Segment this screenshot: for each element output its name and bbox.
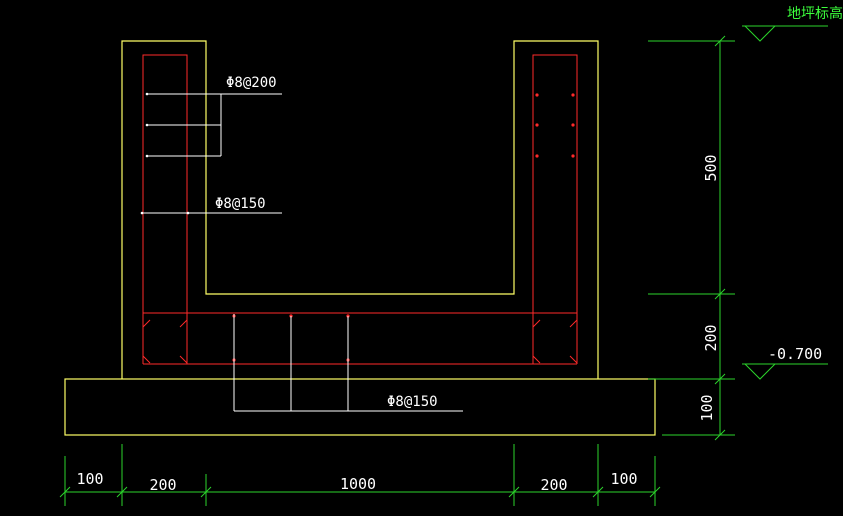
rebar-dots [232, 93, 575, 362]
level-label: -0.700 [768, 345, 822, 363]
level-symbol [742, 363, 828, 380]
dim-label-100-right: 100 [610, 470, 637, 488]
channel-outline [121, 40, 599, 379]
rebar-label-top: Φ8@200 [226, 75, 277, 91]
rebar-label-bottom: Φ8@150 [387, 394, 438, 410]
dim-label-100-left: 100 [76, 470, 103, 488]
dim-label-100-vertical: 100 [698, 394, 716, 421]
floor-elevation-label: 地坪标高 [787, 5, 843, 22]
dim-label-200-left: 200 [149, 476, 176, 494]
leader-ticks [140, 92, 190, 215]
vertical-dimension-lines [648, 35, 735, 441]
rebar-cage [142, 54, 578, 365]
dim-label-1000: 1000 [340, 475, 376, 493]
dim-label-500: 500 [702, 154, 720, 181]
horizontal-dimension-lines [59, 444, 661, 506]
dim-label-200-vertical: 200 [702, 324, 720, 351]
leader-lines [142, 93, 463, 412]
base-slab-outline [64, 378, 656, 436]
dim-label-200-right: 200 [540, 476, 567, 494]
floor-elevation-symbol [742, 25, 828, 42]
rebar-label-mid: Φ8@150 [215, 196, 266, 212]
